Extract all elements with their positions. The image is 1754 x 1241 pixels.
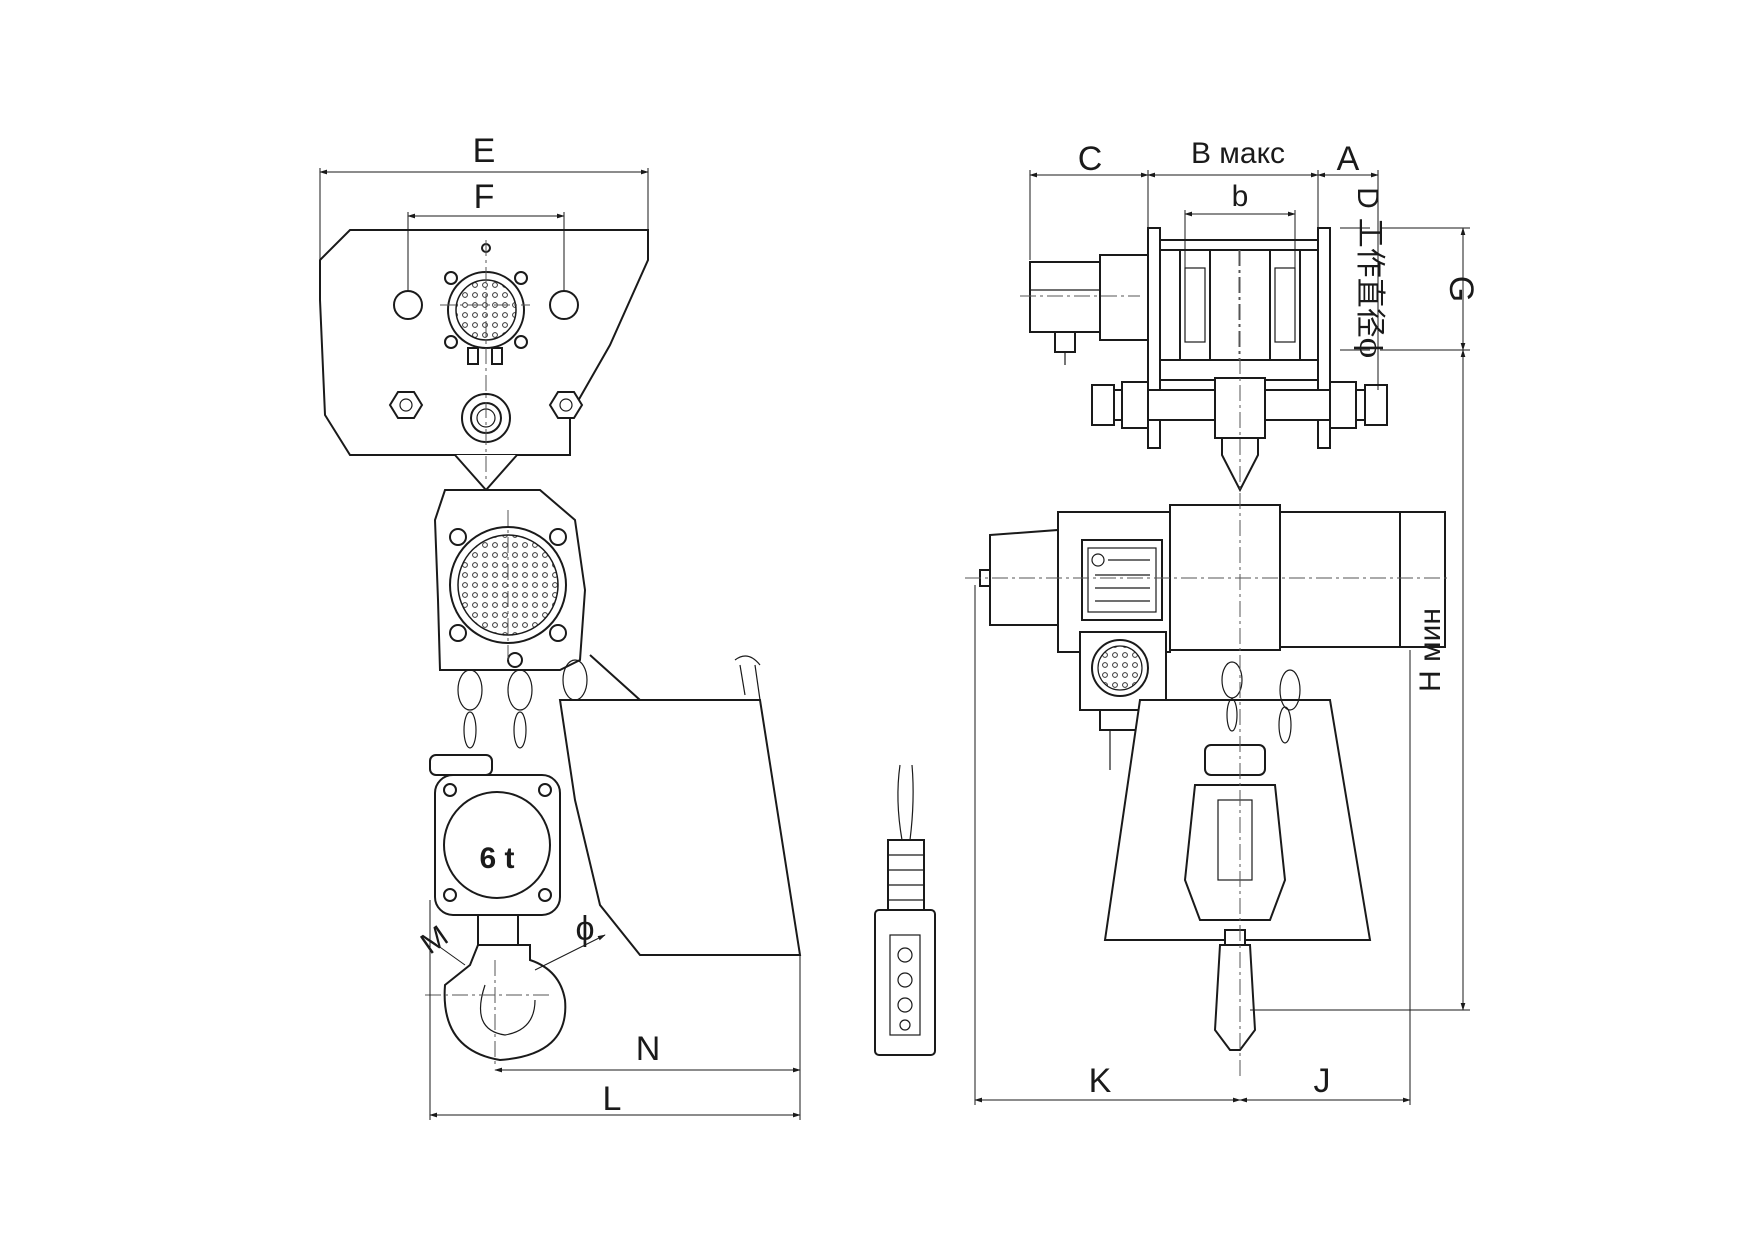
dim-b-max: B макс bbox=[1191, 137, 1285, 170]
hook-side bbox=[443, 944, 567, 1062]
trolley-motor-front bbox=[1029, 254, 1149, 365]
hook-block-front bbox=[1183, 744, 1287, 1051]
dim-b: b bbox=[1232, 180, 1249, 213]
dim-h-min: H мин bbox=[1414, 608, 1447, 692]
wheel-hole-left bbox=[393, 290, 423, 320]
dim-g: G bbox=[1442, 276, 1480, 302]
dim-l: L bbox=[603, 1080, 622, 1118]
dim-d: D bbox=[1351, 187, 1384, 209]
dim-n: N bbox=[636, 1030, 661, 1068]
load-chain-front bbox=[1221, 661, 1301, 744]
dim-k: K bbox=[1089, 1062, 1112, 1100]
dim-c: C bbox=[1078, 140, 1103, 178]
side-view: 6 t E F M ϕ N bbox=[319, 132, 802, 1120]
capacity-label: 6 t bbox=[479, 842, 514, 875]
dim-phi: ϕ bbox=[575, 910, 594, 948]
hoist-body-front bbox=[979, 504, 1446, 770]
wheel-hole-right bbox=[549, 290, 579, 320]
hoist-body-side bbox=[433, 489, 587, 671]
beam-note: 工作直径ϕ bbox=[1352, 218, 1387, 358]
dim-j: J bbox=[1314, 1062, 1331, 1100]
front-view: C B макс A b D 工作直径ϕ G H мин K bbox=[965, 137, 1480, 1105]
dim-f: F bbox=[474, 178, 495, 216]
pendant-control bbox=[874, 764, 936, 1056]
dim-m: M bbox=[415, 920, 454, 961]
hook-block-side: 6 t bbox=[429, 754, 561, 946]
suspension-pin bbox=[1221, 437, 1259, 493]
chain-bag bbox=[558, 699, 802, 956]
dim-e: E bbox=[473, 132, 496, 170]
dim-a: A bbox=[1337, 140, 1360, 178]
